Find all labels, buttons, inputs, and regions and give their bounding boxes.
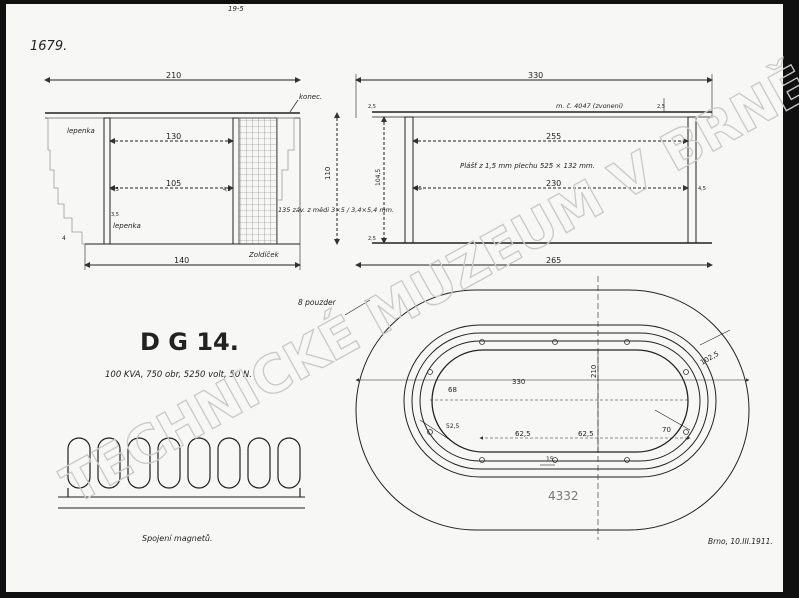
magnet-connection-diagram — [58, 437, 305, 509]
paper — [6, 4, 783, 592]
left-section-view — [44, 77, 340, 270]
right-dim-height: 110 — [324, 167, 332, 180]
right-dim-right-top: 2,5 — [657, 104, 665, 110]
sheet-number: 1679. — [30, 39, 67, 54]
plan-dim-62-right: 62,5 — [578, 430, 594, 438]
plan-dim-330: 330 — [512, 378, 525, 386]
plan-dim-102: 102,5 — [699, 350, 720, 367]
drawing-title: D G 14. — [140, 328, 239, 356]
label-lepenka-top: lepenka — [67, 127, 95, 135]
sheet-metal-note: Plášť z 1,5 mm plechu 525 × 132 mm. — [460, 161, 595, 170]
right-dim-height-inner: 104,5 — [375, 169, 382, 186]
top-note: m. č. 4047 (zvoneni) — [556, 102, 623, 110]
plan-dim-70: 70 — [662, 426, 671, 434]
plan-dim-210: 210 — [590, 365, 598, 378]
label-konec: konec. — [299, 93, 322, 101]
left-dim-small: 3,5 — [111, 212, 119, 218]
top-pencil-note: 19-5 — [228, 5, 244, 13]
winding-note: 135 záv. z mědi 3×5 / 3,4×5,4 mm. — [278, 206, 394, 214]
left-dim-side: 4 — [62, 235, 66, 242]
right-dim-total: 330 — [528, 71, 543, 80]
left-dim-total: 210 — [166, 71, 181, 80]
label-zoldicek: Zoldíček — [248, 251, 280, 259]
left-dim-inner: 130 — [166, 132, 181, 141]
left-dim-core: 105 — [166, 179, 181, 188]
plan-dim-68: 68 — [448, 386, 457, 394]
right-dim-bottom: 2,5 — [368, 236, 376, 242]
right-dim-top: 2,5 — [368, 104, 376, 110]
date-place: Brno, 10.III.1911. — [708, 537, 773, 546]
right-section-view — [355, 74, 713, 268]
left-dim-gap-right: 4,5 — [223, 187, 231, 193]
right-dim-inner: 255 — [546, 132, 561, 141]
plan-dim-62-left: 62,5 — [515, 430, 531, 438]
right-dim-base: 265 — [546, 256, 561, 265]
plan-dim-52: 52,5 — [446, 423, 460, 430]
stamp-number: 4332 — [548, 489, 579, 503]
pouzder-holes — [427, 339, 689, 463]
plan-view — [344, 276, 750, 540]
right-dim-left: 4,5 — [414, 186, 422, 192]
right-dim-right: 4,5 — [698, 186, 706, 192]
left-dim-base: 140 — [174, 256, 189, 265]
label-pouzder: 8 pouzder — [298, 298, 337, 307]
right-dim-core: 230 — [546, 179, 561, 188]
label-lepenka-bottom: lepenka — [113, 222, 141, 230]
museum-watermark: TECHNICKÉ MUZEUM V BRNĚ — [52, 54, 799, 517]
plan-dim-15: 15 — [546, 456, 554, 463]
connection-caption: Spojení magnetů. — [142, 533, 213, 543]
drawing-subtitle: 100 KVA, 750 obr, 5250 volt, 50 N. — [105, 370, 252, 380]
left-dim-gap-left: 4,5 — [111, 187, 119, 193]
